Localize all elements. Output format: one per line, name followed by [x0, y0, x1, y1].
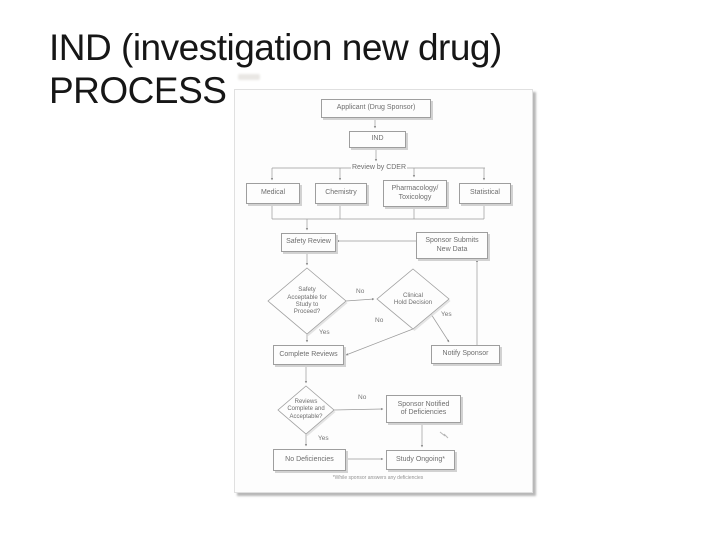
- ind-process-flowchart-image: Applicant (Drug Sponsor) IND Review by C…: [234, 89, 533, 493]
- flow-node-ind: IND: [349, 131, 406, 148]
- diamond-clinical-hold-shape: [376, 268, 450, 330]
- edge-label-no: No: [375, 317, 384, 324]
- cursor-artifact: [439, 431, 449, 439]
- flow-node-pharmacology-toxicology: Pharmacology/ Toxicology: [383, 180, 447, 207]
- flow-node-medical: Medical: [246, 183, 300, 204]
- flow-node-notify-sponsor: Notify Sponsor: [431, 345, 500, 364]
- flow-node-statistical: Statistical: [459, 183, 511, 204]
- flow-node-applicant: Applicant (Drug Sponsor): [321, 99, 431, 118]
- flow-node-chemistry: Chemistry: [315, 183, 367, 204]
- flow-node-clinical-hold-label: Clinical Hold Decision: [393, 291, 433, 306]
- scan-artifact: [238, 74, 260, 80]
- edge-label-no: No: [356, 288, 365, 295]
- flow-node-reviews-complete-label: Reviews Complete and Acceptable?: [287, 399, 325, 420]
- flow-node-sponsor-submits-new-data: Sponsor Submits New Data: [416, 232, 488, 259]
- flow-node-safety-acceptable-label: Safety Acceptable for Study to Proceed?: [287, 286, 327, 316]
- flow-node-no-deficiencies: No Deficiencies: [273, 449, 346, 471]
- diamond-safety-acceptable-shape: [267, 267, 347, 335]
- slide-title: IND (investigation new drug) PROCESS: [49, 27, 502, 111]
- edge-label-yes: Yes: [318, 435, 329, 442]
- edge-label-no: No: [358, 394, 367, 401]
- edge-label-yes: Yes: [441, 311, 452, 318]
- flow-node-study-ongoing: Study Ongoing*: [386, 450, 455, 470]
- flow-node-complete-reviews: Complete Reviews: [273, 345, 344, 365]
- flow-node-sponsor-notified-of-deficiencies: Sponsor Notified of Deficiencies: [386, 395, 461, 423]
- flowchart-connectors: [267, 116, 486, 461]
- flowchart-footnote: *While sponsor answers any deficiencies: [332, 475, 424, 481]
- diamond-reviews-complete-shape: [277, 385, 335, 435]
- flow-label-review-by-cder: Review by CDER: [351, 163, 407, 173]
- flow-node-safety-review: Safety Review: [281, 233, 336, 252]
- edge-label-yes: Yes: [319, 329, 330, 336]
